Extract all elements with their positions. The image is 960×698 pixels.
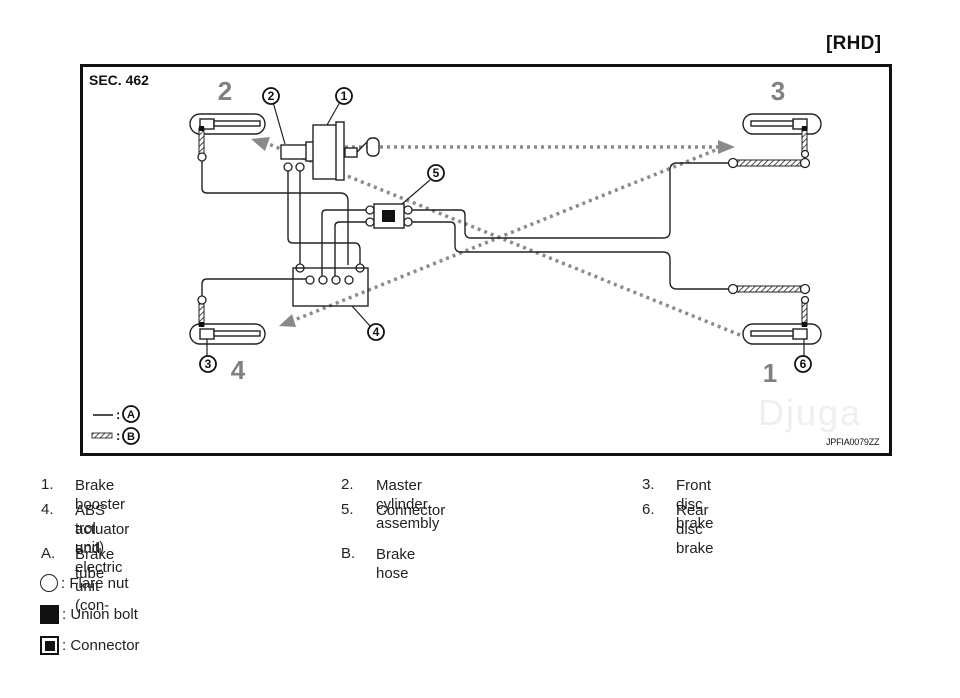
legend-text: Brake tube — [75, 546, 115, 582]
dotted-arrow-to-front-left — [265, 141, 741, 337]
svg-text::: : — [116, 407, 120, 422]
hose-front-left — [198, 127, 205, 157]
callout-6: 6 — [800, 357, 807, 371]
flare-nut — [800, 295, 810, 305]
legend-num: 1. — [41, 476, 54, 493]
legend-num: 3. — [642, 476, 655, 493]
wheel-number-front-left: 2 — [218, 76, 232, 106]
svg-text::: : — [116, 428, 120, 443]
tube-to-front-right — [405, 162, 730, 239]
flare-nut — [800, 149, 810, 159]
watermark: Djuga — [758, 392, 863, 433]
connector-icon — [40, 636, 59, 655]
flare-nut — [727, 157, 739, 169]
brake-booster — [312, 121, 380, 181]
legend-num: 6. — [642, 501, 655, 518]
union-bolt-icon — [40, 605, 59, 624]
legend-num: B. — [341, 545, 356, 562]
union-bolt-front-left — [199, 126, 204, 131]
rear-right-brake — [742, 323, 822, 345]
legend-text: Front disc brake — [676, 477, 714, 532]
flare-nut — [799, 283, 811, 295]
arrowhead-front-right — [718, 140, 735, 154]
union-bolt-rear-right — [802, 322, 807, 327]
flare-nut-icon — [40, 574, 58, 592]
flare-nut — [727, 283, 739, 295]
tube-rear-left — [201, 278, 312, 298]
flare-nut — [403, 205, 413, 215]
rear-left-brake — [189, 323, 266, 345]
tube-mc-1 — [287, 170, 361, 265]
flare-nut — [197, 152, 207, 162]
flare-nut — [197, 295, 207, 305]
flare-nut — [365, 217, 375, 227]
legend-num: A. — [41, 545, 56, 562]
tube-to-rear-right — [405, 221, 730, 290]
callout-3: 3 — [205, 357, 212, 371]
flare-nut — [305, 275, 315, 285]
arrowhead-rear-left — [279, 314, 296, 327]
symbol-union-bolt: : Union bolt — [40, 605, 138, 624]
hose-right-front-long — [732, 159, 807, 167]
hatched-line-swatch — [91, 432, 113, 439]
legend-text: Brake booster — [75, 477, 126, 513]
tube-conn-upper — [321, 209, 372, 276]
tube-conn-lower — [334, 221, 372, 276]
tube-front-left — [201, 160, 349, 265]
front-left-brake — [189, 113, 266, 135]
figure-code: JPFIA0079ZZ — [826, 437, 880, 447]
union-bolt-rear-left — [199, 322, 204, 327]
callout-1: 1 — [341, 89, 348, 103]
legend-text: Rear disc brake — [676, 502, 714, 557]
legend-key-a: A — [127, 409, 135, 421]
line-legend: : : A B — [91, 405, 140, 445]
master-cylinder-assembly — [280, 141, 317, 162]
flare-nut — [295, 162, 305, 172]
legend-num: 4. — [41, 501, 54, 518]
legend-text: Brake hose — [376, 546, 416, 582]
callout-4: 4 — [373, 325, 380, 339]
callout-2: 2 — [268, 89, 275, 103]
hose-right-rear-long — [732, 285, 807, 293]
variant-label: [RHD] — [826, 33, 882, 54]
legend-text-cont: trol unit) — [75, 520, 105, 556]
arrowhead-front-left — [251, 137, 270, 151]
union-bolt-front-right — [802, 126, 807, 131]
connector-unit — [373, 203, 405, 229]
wheel-number-rear-left: 4 — [231, 355, 246, 385]
flare-nut — [318, 275, 328, 285]
flare-nut — [344, 275, 354, 285]
wheel-number-front-right: 3 — [771, 76, 785, 106]
flare-nut — [403, 217, 413, 227]
symbol-connector: : Connector — [40, 636, 140, 655]
front-right-brake — [742, 113, 822, 135]
flare-nut — [365, 205, 375, 215]
legend-text: Master cylinder assembly — [376, 477, 440, 532]
flare-nut — [283, 162, 293, 172]
symbol-flare-nut: : Flare nut — [40, 574, 129, 592]
dotted-arrow-to-rear-left — [291, 143, 729, 323]
abs-actuator — [292, 267, 369, 307]
diagram-frame — [80, 64, 892, 456]
legend-text: ABS actuator and electric unit (con- — [75, 502, 130, 614]
legend-text: Connector — [376, 502, 446, 519]
legend-num: 2. — [341, 476, 354, 493]
section-label: SEC. 462 — [89, 72, 149, 88]
flare-nut — [799, 157, 811, 169]
legend-key-b: B — [127, 431, 135, 443]
wheel-number-rear-right: 1 — [763, 358, 777, 388]
callout-5: 5 — [433, 166, 440, 180]
legend-num: 5. — [341, 501, 354, 518]
flare-nut — [331, 275, 341, 285]
